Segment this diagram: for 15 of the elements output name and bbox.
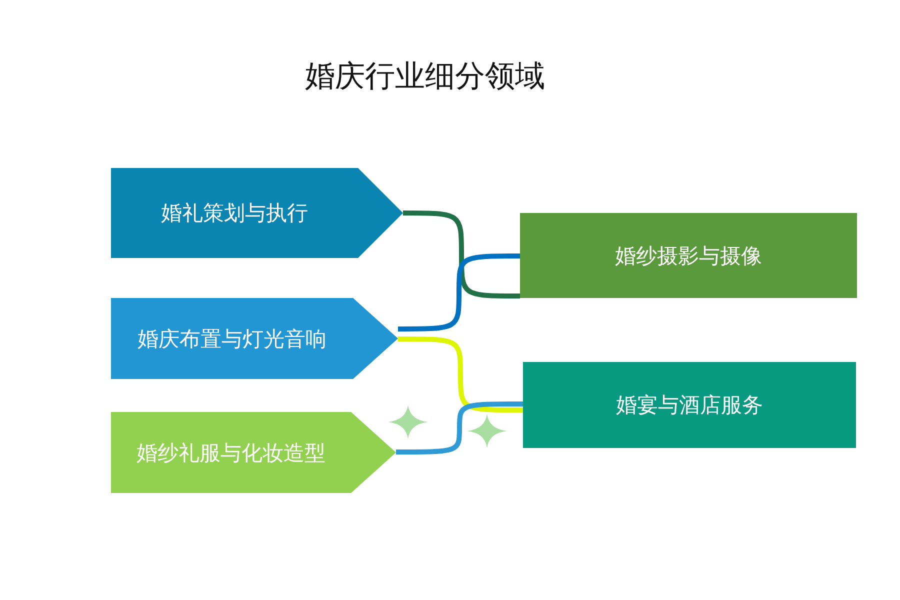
node-label: 婚纱摄影与摄像 — [615, 242, 762, 270]
node-label: 婚礼策划与执行 — [161, 200, 308, 227]
title: 婚庆行业细分领域 — [304, 58, 546, 96]
arrow-shape-box — [111, 412, 396, 493]
process-box — [520, 213, 857, 298]
connector-line — [398, 254, 520, 332]
connector-line — [398, 336, 523, 412]
node-label: 婚纱礼服与化妆造型 — [136, 440, 326, 466]
node-label: 婚庆布置与灯光音响 — [138, 326, 326, 352]
node-label: 婚宴与酒店服务 — [616, 392, 763, 419]
arrow-shape-box — [111, 168, 403, 258]
connector-line — [403, 210, 520, 298]
process-box — [523, 362, 856, 448]
arrow-shape-box — [111, 298, 398, 379]
connector-line — [396, 402, 523, 454]
